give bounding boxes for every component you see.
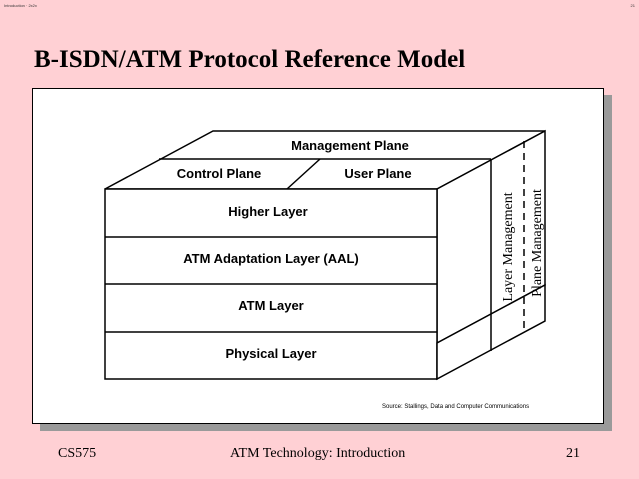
- control-plane-label: Control Plane: [177, 166, 262, 181]
- layer-higher-label: Higher Layer: [228, 204, 307, 219]
- footer-page-number: 21: [566, 446, 580, 461]
- user-plane-label: User Plane: [344, 166, 411, 181]
- footer-course: CS575: [58, 446, 97, 461]
- layer-physical-label: Physical Layer: [225, 346, 316, 361]
- source-citation: Source: Stallings, Data and Computer Com…: [382, 404, 530, 410]
- protocol-model-diagram: Management Plane Control Plane User Plan…: [104, 129, 546, 381]
- slide-title: B-ISDN/ATM Protocol Reference Model: [34, 46, 466, 73]
- layer-management-label: Layer Management: [501, 192, 516, 301]
- header-left-small: Introduction · 2x2x: [4, 3, 37, 8]
- figure-frame: Management Plane Control Plane User Plan…: [32, 88, 604, 424]
- management-plane-label: Management Plane: [291, 138, 409, 153]
- plane-management-label: Plane Management: [530, 189, 545, 297]
- footer-topic: ATM Technology: Introduction: [230, 446, 406, 461]
- layer-aal-label: ATM Adaptation Layer (AAL): [183, 251, 359, 266]
- header-right-small: 21: [630, 3, 635, 8]
- layer-atm-label: ATM Layer: [238, 298, 304, 313]
